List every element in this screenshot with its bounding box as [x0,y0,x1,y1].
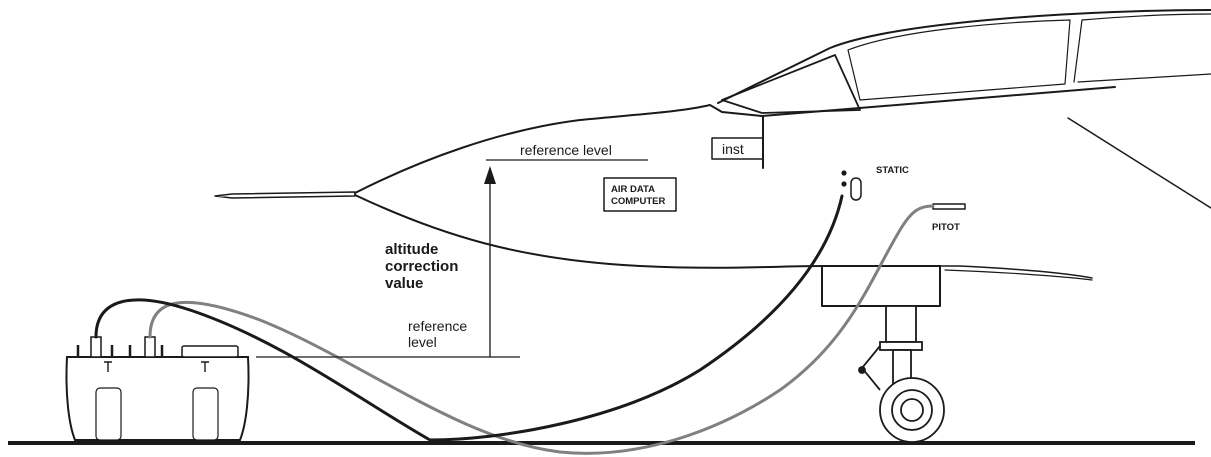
altitude-label-1: altitude [385,241,438,258]
belly-rear2 [944,269,1093,281]
air-data-computer-box [603,177,677,212]
inst-box [711,137,764,160]
test-set-button [181,345,239,358]
inst-label: inst [722,141,744,157]
landing-gear [858,305,945,443]
static-port [850,177,862,201]
canopy-divider [1073,19,1083,83]
canopy-inner-rear [847,19,1071,101]
reference-level-bottom-label-2: level [408,334,437,350]
pitot-probe [932,203,966,210]
test-set-t-left [104,361,112,372]
fuselage-upper [354,86,1116,194]
static-dot-2 [841,181,847,187]
test-set-panel-right [192,387,219,441]
wheel-hub [900,398,924,422]
intake-line [1067,117,1211,209]
altitude-label-2: correction [385,258,458,275]
test-set [65,336,250,441]
gear-pivot [858,366,866,374]
altitude-label-3: value [385,275,423,292]
reference-level-bottom-label-1: reference [408,318,467,334]
test-set-body [65,356,250,441]
static-dot-1 [841,170,847,176]
pitot-label: PITOT [932,222,960,233]
canopy-inner-rear2 [1081,13,1211,21]
pitot-hose [148,204,935,455]
fuselage-lower [354,194,823,269]
air-data-computer-label-2: COMPUTER [611,196,666,207]
altitude-arrow-head [484,166,496,184]
gear-strut-collar [879,341,923,351]
aircraft-outline [214,9,1211,307]
canopy-rear-bottom [1077,73,1211,83]
belly-rear [939,265,1093,279]
test-set-port-static [90,336,102,358]
canopy-frame [717,9,1211,104]
gear-bay [821,265,941,307]
static-label: STATIC [876,165,909,176]
nose-probe [214,191,356,199]
canopy-inner-front [721,54,861,114]
test-set-t-right [201,361,209,372]
static-hose [94,194,844,442]
gear-strut-upper [885,305,917,343]
air-data-computer-label-1: AIR DATA [611,184,655,195]
test-set-port-pitot [144,336,156,358]
reference-level-top-label: reference level [520,142,612,158]
test-set-panel-left [95,387,122,441]
